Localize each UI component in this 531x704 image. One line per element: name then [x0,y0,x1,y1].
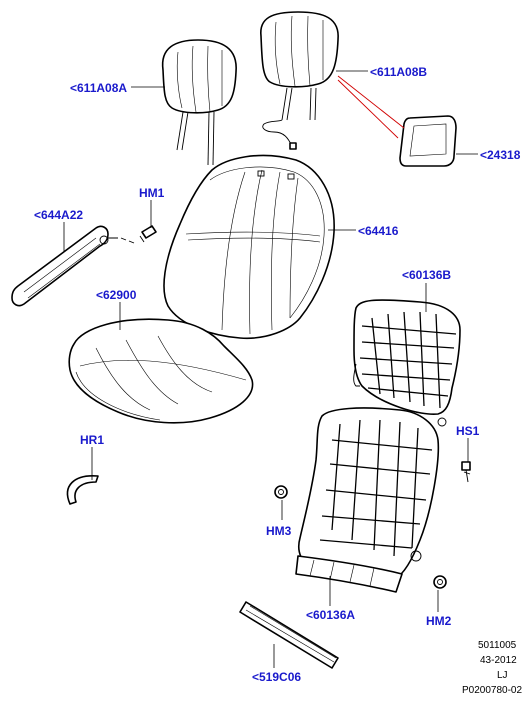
callout-60136a: <60136A [306,608,356,622]
callout-62900: <62900 [96,288,137,302]
callout-611a08a: <611A08A [70,81,128,95]
callout-611a08b: <611A08B [370,65,428,79]
reference-initials: LJ [497,670,508,681]
callout-64416: <64416 [358,224,399,238]
callout-519c06: <519C06 [252,670,302,684]
bolt-hm2 [410,550,447,589]
trim-strip [239,601,339,669]
seat-frame-lower [295,407,440,593]
callout-hm2: HM2 [426,614,452,628]
bolt-hm3 [274,485,288,499]
seat-back-cover [163,154,335,340]
clip-hr1 [66,475,99,505]
cushion-pad-24318 [399,115,457,167]
seat-cushion [68,318,254,424]
backrest-frame [353,299,461,427]
callout-644a22: <644A22 [34,208,84,222]
bolt-hm1 [139,225,157,243]
callout-24318: <24318 [480,148,521,162]
callout-hm3: HM3 [266,524,292,538]
headrest-a [161,39,237,166]
reference-number: 5011005 [478,640,517,651]
headrest-b [260,11,339,150]
reference-date: 43-2012 [480,655,517,666]
leader-lines [63,70,478,668]
screw-hs1 [461,461,471,483]
callout-hr1: HR1 [80,433,105,447]
reference-drawing-id: P0200780-02 [462,685,523,696]
callout-hm1: HM1 [139,186,165,200]
armrest-644a22 [11,225,135,307]
callout-60136b: <60136B [402,268,452,282]
callout-hs1: HS1 [456,424,480,438]
